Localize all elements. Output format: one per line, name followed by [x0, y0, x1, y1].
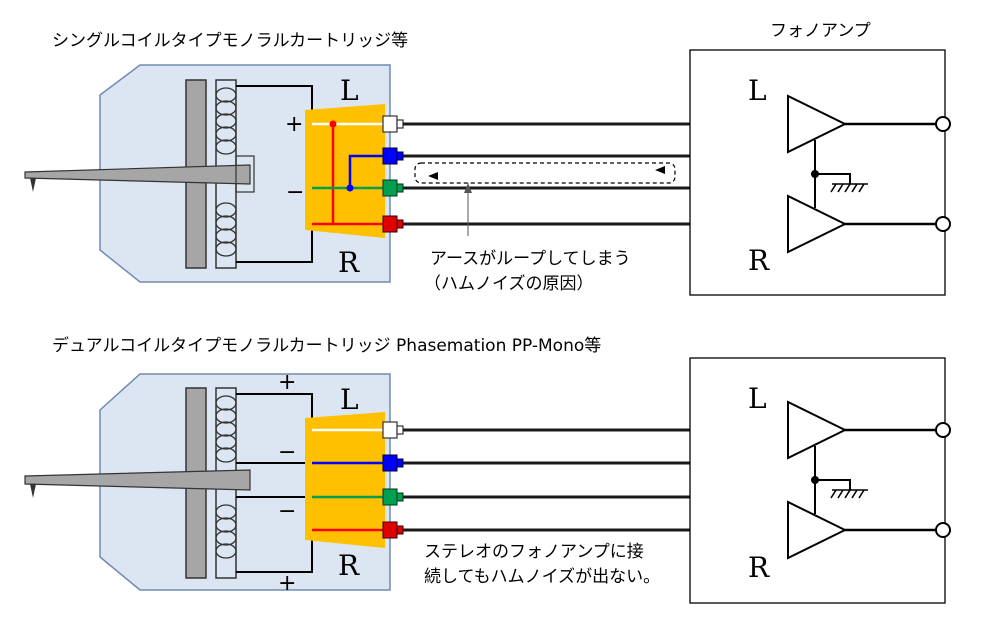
- ground-loop-indicator: [414, 162, 676, 184]
- stylus-tip-dual: [30, 484, 36, 498]
- amp-label-l-dual: L: [748, 382, 767, 415]
- phono-amp-title: フォノアンプ: [770, 21, 871, 41]
- no-hum-note-line2: 続してもハムノイズが出ない。: [424, 567, 660, 587]
- ground-loop-note-line1: アースがループしてしまう: [430, 249, 631, 269]
- amp-triangle-r: [787, 194, 848, 254]
- amp-triangle-r-dual: [787, 500, 848, 560]
- terminal-block-dual: [305, 412, 385, 548]
- wire-blue: [348, 154, 385, 188]
- junction-red: [329, 120, 337, 128]
- ground-lead-dual: [815, 479, 851, 490]
- connector-blue: [382, 147, 404, 165]
- loop-arrow-left: [428, 172, 438, 180]
- connector-white: [382, 115, 404, 133]
- output-jack-l-dual: [935, 422, 951, 438]
- note-pointer-head: [464, 183, 472, 193]
- ground-symbol: [830, 183, 868, 193]
- junction-blue: [346, 184, 354, 192]
- connector-white-dual: [382, 421, 404, 439]
- stylus-cantilever-dual: [24, 469, 251, 491]
- ground-lead: [815, 173, 851, 184]
- ground-symbol-dual: [830, 489, 868, 499]
- terminal-block: [305, 104, 385, 238]
- coil-lead-bottom: [236, 224, 313, 263]
- loop-arrow-right: [655, 166, 665, 174]
- cartridge-label-l: L: [340, 74, 359, 107]
- output-jack-r-dual: [935, 522, 951, 538]
- bottom-section: デュアルコイルタイプモノラルカートリッジ Phasemation PP-Mono…: [24, 335, 951, 604]
- amp-triangle-l: [787, 94, 848, 154]
- cartridge-label-r-dual: R: [338, 549, 360, 582]
- connector-red-dual: [382, 521, 404, 539]
- no-hum-note-line1: ステレオのフォノアンプに接: [424, 542, 644, 562]
- top-section: シングルコイルタイプモノラルカートリッジ等 フォノアンプ L: [24, 21, 951, 296]
- amp-label-r: R: [748, 244, 770, 277]
- connector-red: [382, 215, 404, 233]
- coil-winding: [215, 87, 237, 257]
- amp-label-l: L: [748, 74, 767, 107]
- cartridge-label-l-dual: L: [340, 383, 359, 416]
- minus-sign-r: −: [278, 499, 296, 524]
- output-jack-r: [935, 216, 951, 232]
- plus-sign-top: +: [278, 370, 296, 395]
- amp-label-r-dual: R: [748, 551, 770, 584]
- ground-loop-note-line2: （ハムノイズの原因）: [424, 274, 594, 294]
- cartridge-label-r: R: [338, 246, 360, 279]
- connector-green: [382, 179, 404, 197]
- minus-sign: −: [286, 180, 304, 205]
- top-title: シングルコイルタイプモノラルカートリッジ等: [52, 31, 408, 51]
- connector-blue-dual: [382, 454, 404, 472]
- coil-lead-r-plus: [236, 530, 313, 573]
- stylus-tip: [30, 178, 36, 192]
- plus-sign: +: [285, 112, 303, 137]
- minus-sign-l: −: [278, 440, 296, 465]
- stylus-cantilever: [24, 164, 251, 185]
- pole-piece: [235, 155, 255, 193]
- plus-sign-bottom: +: [278, 571, 296, 596]
- connector-green-dual: [382, 488, 404, 506]
- amp-triangle-l-dual: [787, 400, 848, 460]
- bottom-title: デュアルコイルタイプモノラルカートリッジ Phasemation PP-Mono…: [52, 335, 601, 356]
- coil-winding-dual: [215, 395, 237, 559]
- output-jack-l: [935, 116, 951, 132]
